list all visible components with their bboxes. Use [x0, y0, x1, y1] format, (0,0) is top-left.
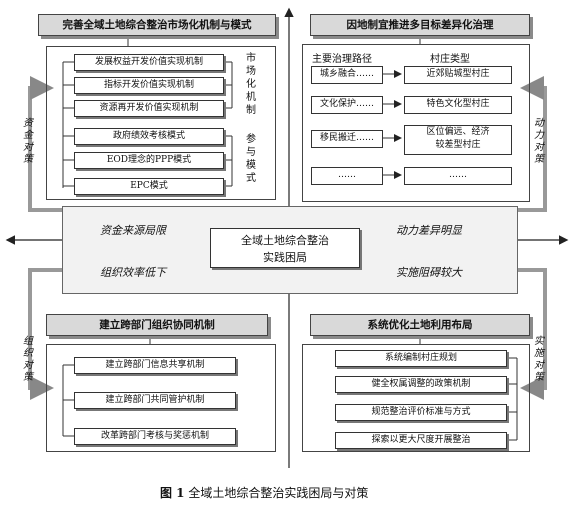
center-line-1: 全域土地综合整治: [241, 234, 329, 247]
q1-item-1: 发展权益开发价值实现机制: [74, 54, 224, 71]
q3-item-1: 建立跨部门信息共享机制: [74, 357, 236, 374]
q3-title: 建立跨部门组织协同机制: [46, 314, 268, 336]
q3-item-2: 建立跨部门共同管护机制: [74, 392, 236, 409]
q4-item-1: 系统编制村庄规划: [335, 350, 507, 367]
q1-item-2: 指标开发价值实现机制: [74, 77, 224, 94]
q1-side-label: 资金对策: [23, 118, 33, 165]
figure-caption: 图 1 全域土地综合整治实践困局与对策: [160, 484, 368, 501]
q2-path-3: 移民搬迁……: [311, 130, 383, 148]
q2-path-4: ……: [311, 167, 383, 185]
q1-item-5: EOD理念的PPP模式: [74, 152, 224, 169]
loop-q1: [28, 76, 62, 212]
q2-side-label: 动力对策: [534, 118, 544, 165]
loop-q3: [28, 268, 62, 400]
q1-group2-label: 参与模式: [246, 134, 256, 184]
caption-label: 图 1: [160, 486, 185, 500]
loop-q4: [495, 268, 547, 400]
q3-side-label: 组织对策: [23, 336, 33, 383]
q1-group1-label: 市场化机制: [246, 53, 256, 116]
q4-title: 系统优化土地利用布局: [310, 314, 530, 336]
q1-item-6: EPC模式: [74, 178, 224, 195]
band-top-left: 资金来源局限: [100, 224, 166, 237]
loop-q2: [495, 76, 547, 212]
caption-text: 全域土地综合整治实践困局与对策: [188, 486, 369, 500]
q1-item-3: 资源再开发价值实现机制: [74, 100, 224, 117]
q2-frame: [302, 44, 530, 202]
q4-frame: [302, 344, 530, 452]
q2-type-1: 近郊贴城型村庄: [404, 66, 512, 84]
q2-col-right-title: 村庄类型: [430, 54, 470, 65]
q1-item-4: 政府绩效考核模式: [74, 128, 224, 145]
band-bottom-left: 组织效率低下: [100, 266, 166, 279]
band-top-right: 动力差异明显: [396, 224, 462, 237]
q3-frame: [46, 344, 276, 452]
band-bottom-right: 实施阻碍较大: [396, 266, 462, 279]
q4-item-2: 健全权属调整的政策机制: [335, 376, 507, 393]
q2-type-3: 区位偏远、经济 较差型村庄: [404, 125, 512, 155]
q2-path-2: 文化保护……: [311, 96, 383, 114]
q3-item-3: 改革跨部门考核与奖惩机制: [74, 428, 236, 445]
q2-title: 因地制宜推进多目标差异化治理: [310, 14, 530, 36]
q2-type-4: ……: [404, 167, 512, 185]
q4-item-3: 规范整治评价标准与方式: [335, 404, 507, 421]
q4-item-4: 探索以更大尺度开展整治: [335, 432, 507, 449]
q4-side-label: 实施对策: [534, 336, 544, 383]
q1-title: 完善全域土地综合整治市场化机制与模式: [38, 14, 276, 36]
center-line-2: 实践困局: [263, 251, 307, 264]
q2-col-left-title: 主要治理路径: [312, 54, 372, 65]
q1-frame: [46, 46, 276, 200]
center-box: 全域土地综合整治 实践困局: [210, 228, 360, 268]
q2-type-2: 特色文化型村庄: [404, 96, 512, 114]
q2-path-1: 城乡融合……: [311, 66, 383, 84]
